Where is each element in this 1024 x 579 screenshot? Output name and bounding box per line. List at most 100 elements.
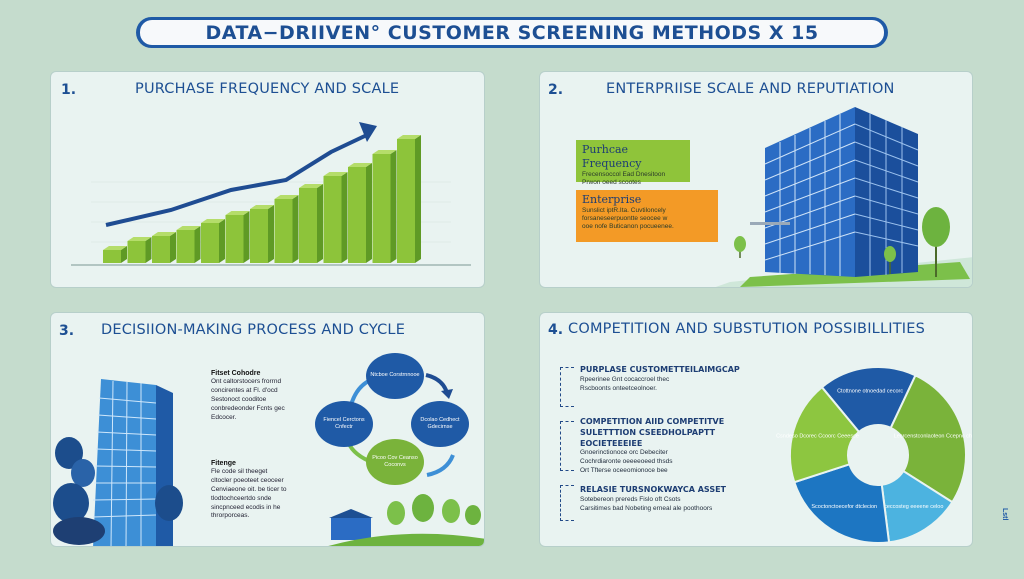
block-title: COMPETITION AIID COMPETITVE SULETTTION C… — [580, 417, 725, 448]
block-line: Sestonoct cooditoe — [211, 395, 267, 403]
bar — [127, 241, 146, 263]
block-line: concirentes at Fl. d'ocd — [211, 387, 278, 395]
panel-title: COMPETITION AND SUBSTUTION POSSIBILLITIE… — [568, 321, 926, 337]
bar-side — [268, 205, 274, 263]
bar-top — [299, 184, 323, 188]
tree-icon — [55, 437, 83, 469]
bar — [225, 215, 244, 263]
panel-title: DECISIION-MAKING PROCESS AND CYCLE — [101, 322, 406, 338]
bar — [348, 167, 366, 263]
enterprise-card: Enterprise Sunslict iptR.Ita. Cuvtilonce… — [576, 190, 718, 242]
block-title: Fitset Cohodre — [211, 370, 261, 377]
panel-number: 4. — [548, 322, 564, 338]
bar — [103, 250, 121, 263]
donut-slice-label: Csndeso Dcorec Ccoorc Ceeesce — [776, 433, 859, 439]
donut-slice — [820, 366, 917, 434]
block-line: sincpnceed ecodis in he — [211, 503, 281, 511]
page-title: DATA−DRIIVEN° CUSTOMER SCREENING METHODS… — [140, 20, 884, 45]
card-line: Sunslict iptR.Ita. Cuvtiloncely — [582, 206, 666, 214]
bracket-divider — [560, 421, 574, 471]
block-line: Edcocer. — [211, 413, 237, 421]
bar — [323, 176, 342, 263]
tree-icon — [922, 207, 950, 247]
tree-icon — [442, 499, 460, 523]
block-line: throrporceas. — [211, 512, 250, 520]
card-line: Prwon oeed scootes — [582, 178, 641, 186]
bar — [372, 154, 391, 263]
bar-top — [397, 135, 421, 139]
purchase-frequency-card: Purhcae Frequency Frecensoccol Ead Dnesi… — [576, 140, 690, 186]
panel-enterprise-scale: 2. ENTERPRIISE SCALE AND REPUTIATION Pur… — [539, 71, 973, 288]
card-title: Purhcae Frequency — [582, 143, 642, 170]
bar — [176, 230, 195, 263]
cycle-arrow — [425, 373, 449, 394]
competition-block-2: COMPETITION AIID COMPETITVE SULETTTION C… — [580, 417, 760, 476]
bar — [152, 236, 170, 263]
bar-top — [348, 163, 372, 167]
block-line: Sotebereon prereds Fislo oft Csots — [580, 495, 681, 503]
panel-number: 3. — [59, 323, 75, 339]
competition-block-3: RELASIE TURSNOKWAYCA ASSET Sotebereon pr… — [580, 485, 780, 513]
cycle-node-bottom: Picoo Cov Ceanso Coconvs — [366, 439, 424, 485]
title-banner: DATA−DRIIVEN° CUSTOMER SCREENING METHODS… — [136, 17, 888, 48]
bar-side — [243, 211, 250, 263]
block-title: Fitenge — [211, 460, 236, 467]
block-line: Rpeerinee Gnt cocaccroel thec — [580, 375, 670, 383]
bar-side — [170, 232, 176, 263]
block-line: conbredeonder Fcnts gec — [211, 404, 285, 412]
tree-icon — [465, 505, 481, 525]
donut-slice — [889, 374, 967, 504]
bar — [397, 139, 415, 263]
card-line: Frecensoccol Ead Dnesitoon — [582, 170, 666, 178]
tree-icon — [884, 246, 896, 262]
trend-arrow-head — [359, 122, 377, 142]
panel-competition: 4. COMPETITION AND SUBSTUTION POSSIBILLI… — [539, 312, 973, 547]
bracket-divider — [560, 367, 574, 407]
trend-arrow-line — [105, 132, 370, 227]
bar-side — [366, 163, 372, 263]
tree-icon — [734, 236, 746, 252]
block-line: Ort Tfterse oceeomionoce bee — [580, 466, 668, 474]
card-line: ooe nofe Buticanon pocueenee. — [582, 223, 674, 230]
bar-side — [390, 150, 397, 263]
tree-icon — [387, 501, 405, 525]
bar-top — [152, 232, 176, 236]
tree-icon — [412, 494, 434, 522]
bar-side — [194, 226, 201, 263]
block-line: cltocler poeoteet ceoceer — [211, 477, 284, 485]
bar — [250, 209, 268, 263]
panel-purchase-frequency: 1. PURCHASE FREQUENCY AND SCALE — [50, 71, 485, 288]
donut-slice-label: Dceccosteg eeeene celoo — [880, 504, 943, 510]
bar-top — [372, 150, 397, 154]
decision-text-block-2: Fitenge Fle code sil theeget cltocler po… — [211, 459, 316, 521]
cycle-node-right: Dcolao Cedhect Gdecirnse — [411, 401, 469, 447]
tree-icon — [71, 459, 95, 487]
bar-top — [127, 237, 152, 241]
bar — [299, 188, 317, 263]
bracket-divider — [560, 485, 574, 521]
block-line: Carsitimes bad Nobeting erneal ale pooth… — [580, 504, 713, 512]
donut-chart: Ctottnone otnoedad cecorcLecrcenstconlao… — [776, 366, 973, 544]
bar-side — [219, 219, 225, 263]
donut-slice-label: Lecrcenstconlaoteon Ccepnc cherrrs — [894, 433, 973, 439]
bar-top — [323, 172, 348, 176]
block-title: PURPLASE CUSTOMETTEILAIMGCAP — [580, 365, 740, 374]
cycle-node-top: Ntcboe Corstrnnooe — [366, 353, 424, 399]
bar-side — [145, 237, 152, 263]
bar-side — [341, 172, 348, 263]
bar-side — [121, 246, 127, 263]
donut-slice-label: Scoctonctoecefor dtclecion — [811, 504, 877, 510]
panel-number: 1. — [61, 82, 77, 98]
bar-top — [274, 195, 299, 199]
bar-top — [250, 205, 274, 209]
bar-top — [225, 211, 250, 215]
bar-top — [201, 219, 225, 223]
bar-side — [415, 135, 421, 263]
donut-slice-label: Ctottnone otnoedad cecorc — [837, 388, 903, 394]
panel-title: ENTERPRIISE SCALE AND REPUTIATION — [606, 81, 895, 97]
panel-decision-making: 3. DECISIION-MAKING PROCESS AND CYCLE — [50, 312, 485, 547]
bar-top — [176, 226, 201, 230]
block-line: Gnoerinctionoce orc Debeciter — [580, 449, 668, 457]
bar — [201, 223, 219, 263]
block-title: RELASIE TURSNOKWAYCA ASSET — [580, 485, 726, 494]
